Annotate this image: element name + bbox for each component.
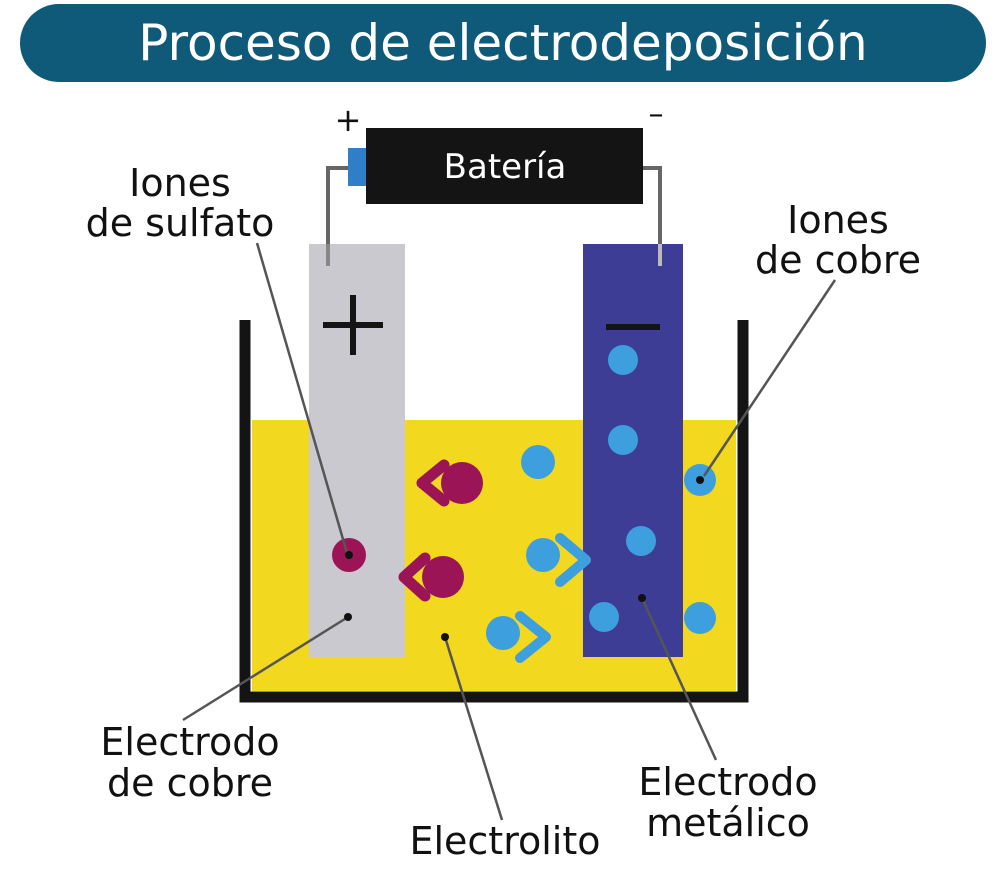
- metal-electrode-pointer-dot: [638, 594, 646, 602]
- battery-positive-terminal: [348, 148, 367, 186]
- negative-wire: [641, 166, 662, 265]
- label-copper-electrode-line2: de cobre: [107, 761, 273, 805]
- copper-ion: [521, 445, 555, 479]
- electrolyte-pointer-dot: [441, 633, 449, 641]
- copper-ion: [608, 345, 638, 375]
- copper-electrode-wire-tip: [326, 244, 330, 266]
- battery-negative-sign: –: [649, 97, 664, 132]
- page-title: Proceso de electrodeposición: [138, 14, 868, 72]
- copper-electrode-plate: [309, 244, 405, 657]
- label-electrolyte: Electrolito: [409, 819, 600, 863]
- copper-electrode: [309, 244, 405, 657]
- leader-electrolyte: [443, 636, 504, 821]
- copper-ion: [589, 602, 619, 632]
- leader-sulfate-ions: [255, 242, 349, 554]
- arrow-left-icon: [416, 459, 450, 507]
- label-sulfate-ions-line1: Iones: [129, 161, 231, 205]
- leader-copper-electrode: [182, 615, 349, 722]
- sulfate-ion-pointer-dot: [345, 551, 353, 559]
- copper-ion: [684, 602, 716, 634]
- battery-label: Batería: [444, 147, 567, 187]
- battery-body: [366, 128, 643, 204]
- callout-labels: Iones de sulfato Iones de cobre Electrod…: [86, 161, 921, 863]
- battery-positive-sign: +: [335, 101, 362, 139]
- title-bar: Proceso de electrodeposición: [20, 4, 986, 82]
- copper-electrode-pointer-dot: [344, 613, 352, 621]
- copper-ion: [526, 538, 560, 572]
- label-copper-ions-line2: de cobre: [755, 238, 921, 282]
- sulfate-ion-moving-left: [398, 552, 464, 602]
- sulfate-ion: [441, 462, 483, 504]
- label-metal-electrode-line2: metálico: [646, 801, 810, 845]
- leader-lines: [182, 242, 837, 821]
- positive-wire: [326, 166, 352, 262]
- copper-ion-pointer-dot: [696, 476, 704, 484]
- metal-electrode-wire-tip: [658, 244, 662, 266]
- label-copper-ions-line1: Iones: [787, 198, 889, 242]
- sulfate-ion: [422, 556, 464, 598]
- copper-ion: [486, 616, 520, 650]
- sulfate-ion-moving-left: [416, 459, 483, 507]
- title-background: [20, 4, 986, 82]
- battery: Batería + –: [335, 97, 664, 204]
- copper-ion: [608, 425, 638, 455]
- arrow-right-icon: [515, 611, 551, 663]
- label-metal-electrode-line1: Electrodo: [638, 760, 817, 804]
- copper-ion-moving-right: [526, 533, 591, 587]
- copper-ion-moving-right: [486, 611, 551, 663]
- leader-copper-ions: [702, 279, 837, 477]
- metal-electrode: [583, 244, 683, 657]
- arrow-right-icon: [555, 533, 591, 587]
- container-beaker: [239, 320, 749, 703]
- leader-metal-electrode: [640, 597, 718, 761]
- copper-ion: [626, 526, 656, 556]
- label-copper-electrode-line1: Electrodo: [100, 720, 279, 764]
- label-sulfate-ions-line2: de sulfato: [86, 201, 275, 245]
- arrow-left-icon: [398, 552, 431, 602]
